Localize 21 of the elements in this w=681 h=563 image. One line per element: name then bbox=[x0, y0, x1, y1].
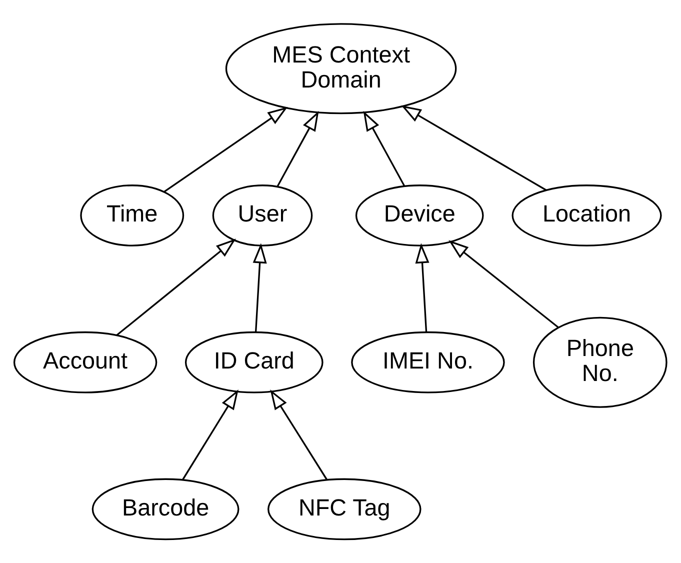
arrow bbox=[363, 110, 406, 187]
node-ellipse: User bbox=[212, 184, 313, 246]
arrow bbox=[270, 389, 328, 480]
node-ellipse: Phone No. bbox=[532, 316, 668, 408]
node-ellipse: Barcode bbox=[92, 478, 240, 540]
node-ellipse: ID Card bbox=[184, 331, 324, 394]
arrow bbox=[415, 243, 430, 332]
node-ellipse: Account bbox=[13, 331, 158, 394]
arrow bbox=[164, 106, 288, 192]
arrow bbox=[448, 240, 559, 328]
arrow bbox=[116, 238, 236, 336]
node-ellipse: NFC Tag bbox=[268, 478, 422, 540]
node-ellipse: Device bbox=[355, 184, 484, 246]
node-ellipse: IMEI No. bbox=[351, 331, 505, 394]
arrow bbox=[252, 243, 267, 332]
node-ellipse: Location bbox=[512, 184, 662, 246]
arrow bbox=[182, 389, 238, 480]
node-ellipse: MES Context Domain bbox=[225, 23, 457, 114]
node-ellipse: Time bbox=[80, 184, 184, 246]
arrow bbox=[276, 110, 319, 187]
arrow bbox=[401, 105, 547, 191]
